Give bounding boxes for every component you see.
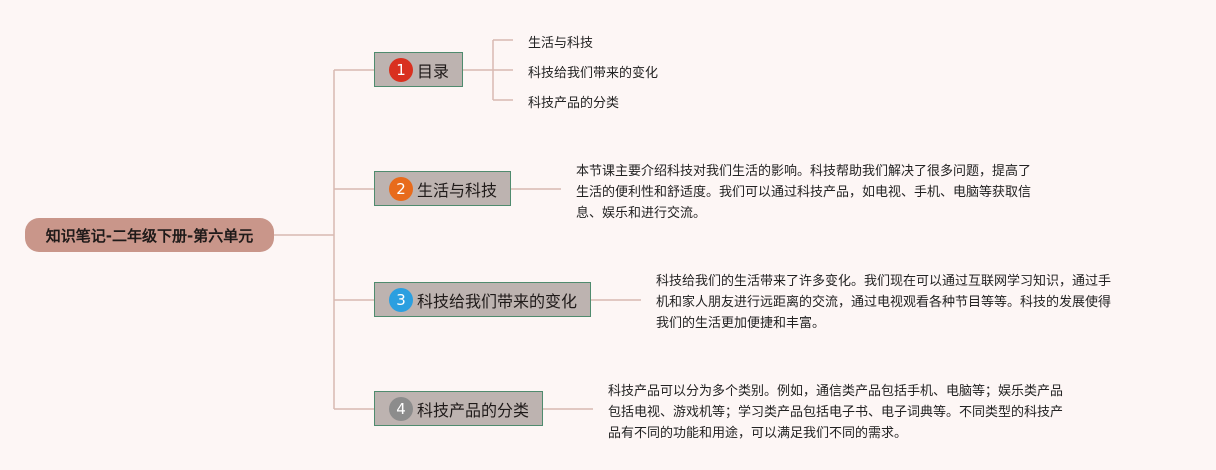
topic-node-2[interactable]: 2 生活与科技 — [374, 171, 511, 206]
number-badge-2: 2 — [389, 176, 413, 201]
topic-label-4: 科技产品的分类 — [417, 400, 530, 420]
detail-line: 生活的便利性和舒适度。我们可以通过科技产品，如电视、手机、电脑等获取信 — [576, 185, 1032, 200]
number-badge-3: 3 — [389, 287, 413, 312]
topic-node-4[interactable]: 4 科技产品的分类 — [374, 391, 543, 426]
topic-node-1[interactable]: 1 目录 — [374, 52, 463, 87]
toc-leaf-2[interactable]: 科技给我们带来的变化 — [528, 66, 659, 81]
topic-label-1: 目录 — [417, 61, 450, 81]
detail-line: 息、娱乐和进行交流。 — [576, 206, 707, 221]
topic-node-3[interactable]: 3 科技给我们带来的变化 — [374, 282, 591, 317]
number-badge-4: 4 — [389, 396, 413, 421]
toc-leaf-3[interactable]: 科技产品的分类 — [528, 96, 620, 111]
topic-label-2: 生活与科技 — [417, 180, 498, 200]
root-node[interactable]: 知识笔记-二年级下册-第六单元 — [25, 218, 274, 252]
number-badge-1: 1 — [389, 57, 413, 82]
topic-label-3: 科技给我们带来的变化 — [417, 291, 578, 311]
detail-line: 包括电视、游戏机等；学习类产品包括电子书、电子词典等。不同类型的科技产 — [608, 405, 1064, 420]
toc-leaf-1[interactable]: 生活与科技 — [528, 36, 594, 51]
detail-line: 品有不同的功能和用途，可以满足我们不同的需求。 — [608, 426, 908, 441]
detail-text-topic-4[interactable]: 科技产品可以分为多个类别。例如，通信类产品包括手机、电脑等；娱乐类产品 包括电视… — [608, 381, 1063, 444]
detail-line: 本节课主要介绍科技对我们生活的影响。科技帮助我们解决了很多问题，提高了 — [576, 164, 1032, 179]
detail-text-topic-3[interactable]: 科技给我们的生活带来了许多变化。我们现在可以通过互联网学习知识，通过手 机和家人… — [656, 271, 1111, 334]
detail-text-topic-2[interactable]: 本节课主要介绍科技对我们生活的影响。科技帮助我们解决了很多问题，提高了 生活的便… — [576, 161, 1031, 224]
detail-line: 机和家人朋友进行远距离的交流，通过电视观看各种节目等等。科技的发展使得 — [656, 295, 1112, 310]
root-node-label: 知识笔记-二年级下册-第六单元 — [45, 226, 254, 245]
detail-line: 科技给我们的生活带来了许多变化。我们现在可以通过互联网学习知识，通过手 — [656, 274, 1112, 289]
detail-line: 科技产品可以分为多个类别。例如，通信类产品包括手机、电脑等；娱乐类产品 — [608, 384, 1064, 399]
detail-line: 我们的生活更加便捷和丰富。 — [656, 316, 826, 331]
